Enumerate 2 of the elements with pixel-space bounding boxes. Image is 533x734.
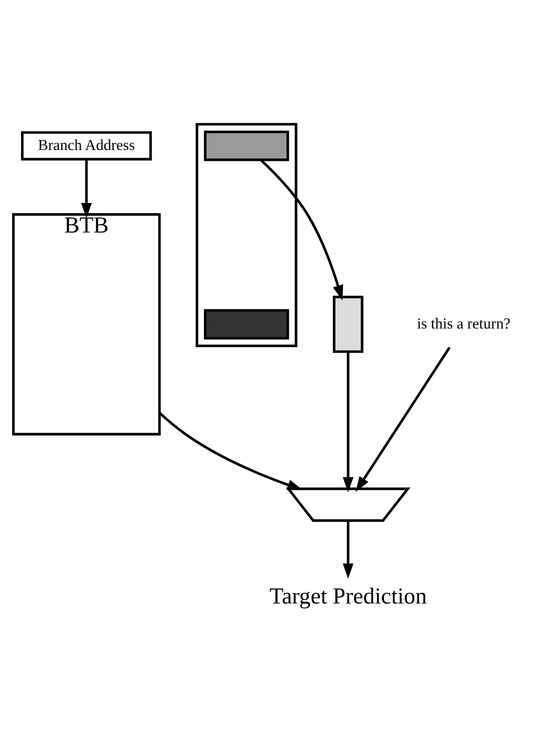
node-text: Target Prediction <box>269 583 427 608</box>
node-text: is this a return? <box>416 314 510 332</box>
